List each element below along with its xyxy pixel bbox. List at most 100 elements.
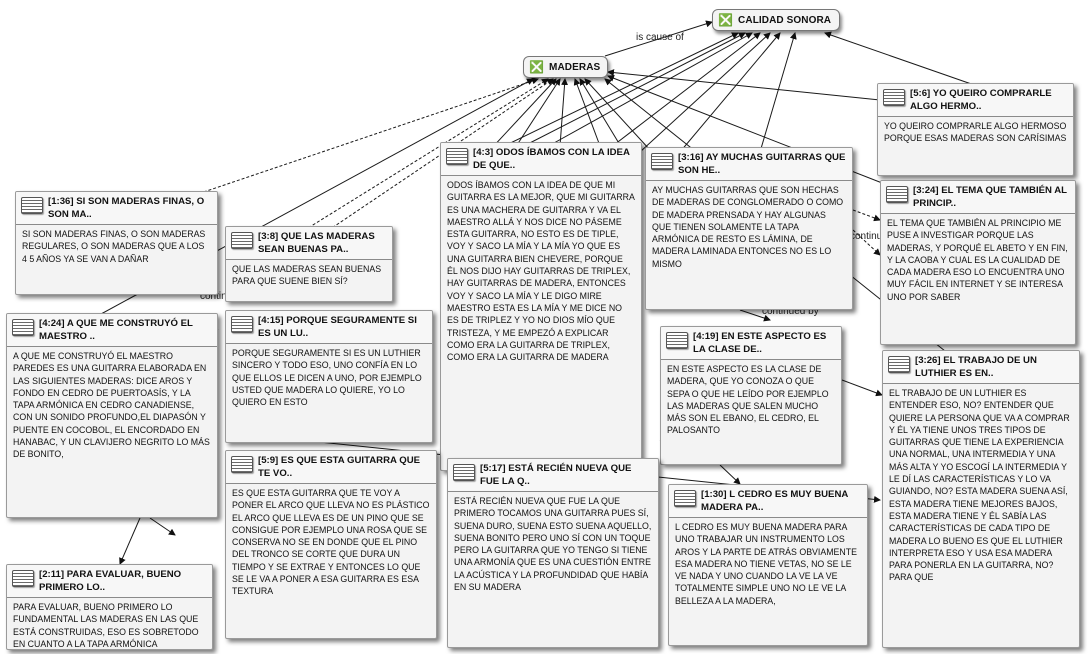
- document-icon: [231, 232, 253, 249]
- quotation-text: PARA EVALUAR, BUENO PRIMERO LO FUNDAMENT…: [13, 602, 199, 649]
- quotation-node-5-17[interactable]: [5:17] ESTÁ RECIÉN NUEVA QUE FUE LA Q.. …: [447, 458, 659, 648]
- quotation-node-5-6[interactable]: [5:6] YO QUEIRO COMPRARLE ALGO HERMO.. Y…: [877, 83, 1074, 176]
- relation-edge: [841, 379, 883, 397]
- quotation-node-4-24[interactable]: [4:24] A QUE ME CONSTRUYÓ EL MAESTRO .. …: [6, 313, 218, 518]
- relation-edge: [573, 78, 601, 147]
- relation-edge: [679, 32, 781, 153]
- edge-label-is-cause-of: is cause of: [636, 32, 684, 43]
- quotation-node-3-26[interactable]: [3:26] EL TRABAJO DE UN LUTHIER ES EN.. …: [882, 350, 1080, 648]
- quotation-header: [5:6] YO QUEIRO COMPRARLE ALGO HERMO..: [878, 84, 1073, 117]
- quotation-header: [2:11] PARA EVALUAR, BUENO PRIMERO LO..: [7, 565, 212, 598]
- code-label: CALIDAD SONORA: [738, 14, 832, 26]
- relation-edge: [759, 32, 797, 153]
- quotation-header: [1:36] SI SON MADERAS FINAS, O SON MA..: [16, 192, 217, 225]
- quotation-text: ODOS ÍBAMOS CON LA IDEA DE QUE MI GUITAR…: [447, 180, 635, 363]
- quotation-node-2-11[interactable]: [2:11] PARA EVALUAR, BUENO PRIMERO LO.. …: [6, 564, 213, 650]
- quotation-title: [1:36] SI SON MADERAS FINAS, O SON MA..: [48, 196, 205, 220]
- document-icon: [886, 186, 908, 203]
- document-icon: [453, 464, 475, 481]
- quotation-header: [5:9] ES QUE ESTA GUITARRA QUE TE VO..: [226, 451, 436, 484]
- relation-edge: [639, 32, 771, 153]
- document-icon: [231, 456, 253, 473]
- relation-edge: [824, 31, 981, 88]
- quotation-text: PORQUE SEGURAMENTE SI ES UN LUTHIER SINC…: [232, 348, 422, 408]
- quotation-node-5-9[interactable]: [5:9] ES QUE ESTA GUITARRA QUE TE VO.. E…: [225, 450, 437, 639]
- relation-edge: [604, 20, 713, 57]
- relation-edge: [544, 32, 753, 149]
- quotation-text: AY MUCHAS GUITARRAS QUE SON HECHAS DE MA…: [652, 185, 844, 269]
- code-icon: ❎: [718, 13, 734, 27]
- relation-edge: [609, 32, 761, 149]
- quotation-title: [5:6] YO QUEIRO COMPRARLE ALGO HERMO..: [910, 88, 1052, 112]
- quotation-text: QUE LAS MADERAS SEAN BUENAS PARA QUE SUE…: [232, 264, 382, 287]
- quotation-text: SI SON MADERAS FINAS, O SON MADERAS REGU…: [22, 229, 206, 264]
- quotation-header: [3:26] EL TRABAJO DE UN LUTHIER ES EN..: [883, 351, 1079, 384]
- quotation-title: [3:8] QUE LAS MADERAS SEAN BUENAS PA..: [258, 231, 375, 255]
- quotation-header: [1:30] L CEDRO ES MUY BUENA MADERA PA..: [669, 485, 867, 518]
- quotation-header: [4:19] EN ESTE ASPECTO ES LA CLASE DE..: [661, 327, 841, 360]
- quotation-title: [5:17] ESTÁ RECIÉN NUEVA QUE FUE LA Q..: [480, 463, 632, 487]
- document-icon: [12, 570, 34, 587]
- quotation-node-3-16[interactable]: [3:16] AY MUCHAS GUITARRAS QUE SON HE.. …: [645, 147, 853, 310]
- relation-edge: [739, 309, 771, 322]
- quotation-title: [2:11] PARA EVALUAR, BUENO PRIMERO LO..: [39, 569, 182, 593]
- document-icon: [666, 332, 688, 349]
- quotation-title: [4:3] ODOS ÍBAMOS CON LA IDEA DE QUE..: [473, 147, 630, 171]
- document-icon: [888, 356, 910, 373]
- document-icon: [12, 319, 34, 336]
- relation-edge: [499, 32, 739, 149]
- quotation-text: L CEDRO ES MUY BUENA MADERA PARA UNO TRA…: [675, 522, 858, 606]
- relation-edge: [489, 78, 557, 151]
- relation-edge: [607, 69, 881, 101]
- quotation-title: [3:26] EL TRABAJO DE UN LUTHIER ES EN..: [915, 355, 1037, 379]
- document-icon: [446, 148, 468, 165]
- quotation-node-4-15[interactable]: [4:15] PORQUE SEGURAMENTE SI ES UN LU.. …: [225, 310, 433, 443]
- quotation-title: [1:30] L CEDRO ES MUY BUENA MADERA PA..: [701, 489, 848, 513]
- relation-edge: [119, 517, 141, 565]
- quotation-text: YO QUEIRO COMPRARLE ALGO HERMOSO PORQUE …: [884, 121, 1067, 144]
- quotation-title: [5:9] ES QUE ESTA GUITARRA QUE TE VO..: [258, 455, 421, 479]
- quotation-header: [3:8] QUE LAS MADERAS SEAN BUENAS PA..: [226, 227, 392, 260]
- relation-edge: [559, 78, 569, 147]
- quotation-node-3-24[interactable]: [3:24] EL TEMA QUE TAMBIÉN AL PRINCIP.. …: [880, 180, 1076, 345]
- relation-edge: [852, 209, 881, 222]
- quotation-header: [4:24] A QUE ME CONSTRUYÓ EL MAESTRO ..: [7, 314, 217, 347]
- quotation-header: [3:24] EL TEMA QUE TAMBIÉN AL PRINCIP..: [881, 181, 1075, 214]
- quotation-title: [4:19] EN ESTE ASPECTO ES LA CLASE DE..: [693, 331, 827, 355]
- relation-edge: [514, 78, 561, 149]
- document-icon: [651, 153, 673, 170]
- quotation-node-3-8[interactable]: [3:8] QUE LAS MADERAS SEAN BUENAS PA.. Q…: [225, 226, 393, 302]
- document-icon: [231, 316, 253, 333]
- document-icon: [674, 490, 696, 507]
- quotation-text: ES QUE ESTA GUITARRA QUE TE VOY A PONER …: [232, 488, 430, 597]
- relation-edge: [584, 78, 651, 151]
- quotation-text: EL TRABAJO DE UN LUTHIER ES ENTENDER ESO…: [889, 388, 1070, 583]
- code-icon: ❎: [529, 60, 545, 74]
- quotation-node-1-30[interactable]: [1:30] L CEDRO ES MUY BUENA MADERA PA.. …: [668, 484, 868, 646]
- quotation-header: [3:16] AY MUCHAS GUITARRAS QUE SON HE..: [646, 148, 852, 181]
- code-node-calidad-sonora[interactable]: ❎ CALIDAD SONORA: [712, 9, 840, 31]
- relation-edge: [579, 78, 621, 146]
- quotation-header: [4:15] PORQUE SEGURAMENTE SI ES UN LU..: [226, 311, 432, 344]
- code-node-maderas[interactable]: ❎ MADERAS: [523, 56, 608, 78]
- quotation-node-1-36[interactable]: [1:36] SI SON MADERAS FINAS, O SON MA.. …: [15, 191, 218, 295]
- quotation-text: EN ESTE ASPECTO ES LA CLASE DE MADERA, Q…: [667, 364, 829, 436]
- quotation-node-4-19[interactable]: [4:19] EN ESTE ASPECTO ES LA CLASE DE.. …: [660, 326, 842, 465]
- relation-edge: [149, 517, 176, 536]
- quotation-node-4-3[interactable]: [4:3] ODOS ÍBAMOS CON LA IDEA DE QUE.. O…: [440, 142, 642, 471]
- document-icon: [883, 89, 905, 106]
- quotation-header: [4:3] ODOS ÍBAMOS CON LA IDEA DE QUE..: [441, 143, 641, 176]
- quotation-title: [3:24] EL TEMA QUE TAMBIÉN AL PRINCIP..: [913, 185, 1067, 209]
- quotation-text: ESTÁ RECIÉN NUEVA QUE FUE LA QUE PRIMERO…: [454, 496, 652, 593]
- quotation-text: A QUE ME CONSTRUYÓ EL MAESTRO PAREDES ES…: [13, 351, 210, 460]
- code-label: MADERAS: [549, 61, 601, 73]
- document-icon: [21, 197, 43, 214]
- quotation-title: [4:24] A QUE ME CONSTRUYÓ EL MAESTRO ..: [39, 318, 193, 342]
- quotation-text: EL TEMA QUE TAMBIÉN AL PRINCIPIO ME PUSE…: [887, 218, 1068, 302]
- relation-edge: [519, 32, 746, 149]
- quotation-title: [3:16] AY MUCHAS GUITARRAS QUE SON HE..: [678, 152, 846, 176]
- relation-edge: [852, 229, 881, 256]
- quotation-header: [5:17] ESTÁ RECIÉN NUEVA QUE FUE LA Q..: [448, 459, 658, 492]
- quotation-title: [4:15] PORQUE SEGURAMENTE SI ES UN LU..: [258, 315, 417, 339]
- relation-edge: [719, 464, 741, 485]
